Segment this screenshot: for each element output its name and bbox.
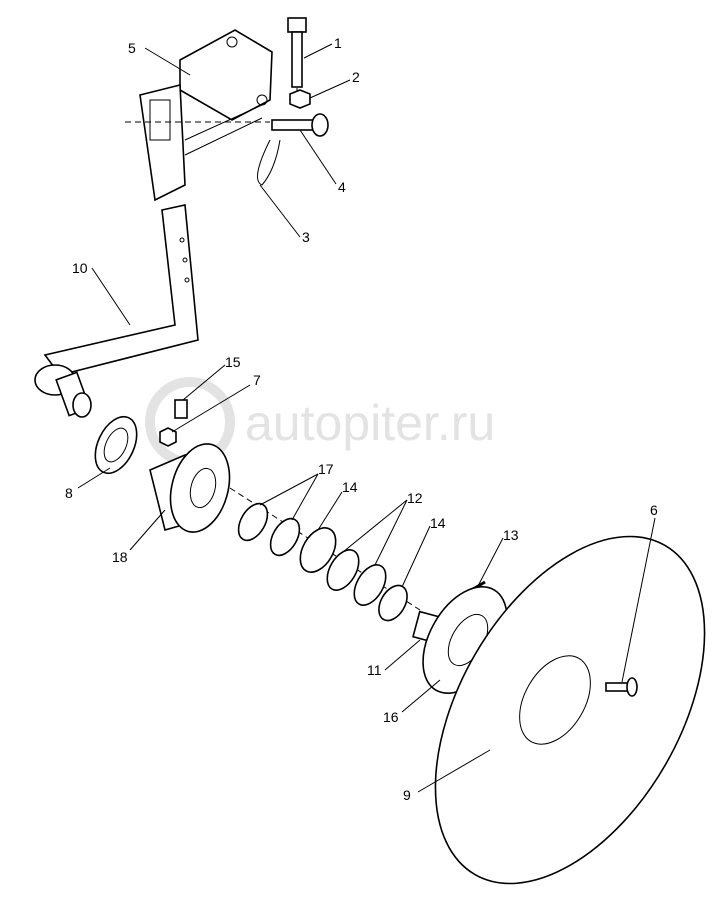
callout-9: 9 [403, 787, 411, 803]
callout-13: 13 [503, 527, 519, 543]
castle-nut [159, 427, 177, 447]
callout-2: 2 [352, 69, 360, 85]
pin [271, 113, 329, 137]
callout-14a: 14 [342, 479, 358, 495]
grease-nipple [174, 399, 188, 419]
snap-ring [353, 564, 387, 606]
disc-bolt [605, 677, 638, 697]
callout-6: 6 [650, 502, 658, 518]
callout-8: 8 [65, 485, 73, 501]
callout-4: 4 [338, 179, 346, 195]
callout-12: 12 [407, 490, 423, 506]
leader-lines [77, 43, 656, 793]
bearing [299, 527, 337, 573]
callout-17: 17 [318, 461, 334, 477]
seal [94, 415, 138, 475]
callout-18: 18 [112, 549, 128, 565]
callout-1: 1 [334, 35, 342, 51]
spring-clip [257, 139, 281, 186]
callout-10: 10 [72, 260, 88, 276]
callout-14b: 14 [430, 515, 446, 531]
mounting-bracket [125, 29, 273, 202]
callout-7: 7 [253, 372, 261, 388]
seal-ring [269, 517, 301, 557]
bolt [287, 17, 307, 100]
crank-arm [34, 204, 199, 418]
callout-3: 3 [302, 229, 310, 245]
callout-15: 15 [225, 354, 241, 370]
callout-16: 16 [383, 709, 399, 725]
callout-5: 5 [128, 40, 136, 56]
watermark-text: autopiter.ru [245, 395, 495, 451]
callout-11: 11 [367, 662, 382, 678]
seal-ring [237, 502, 269, 542]
snap-ring [326, 549, 360, 591]
nut [289, 89, 311, 109]
disc-blade [434, 535, 706, 885]
